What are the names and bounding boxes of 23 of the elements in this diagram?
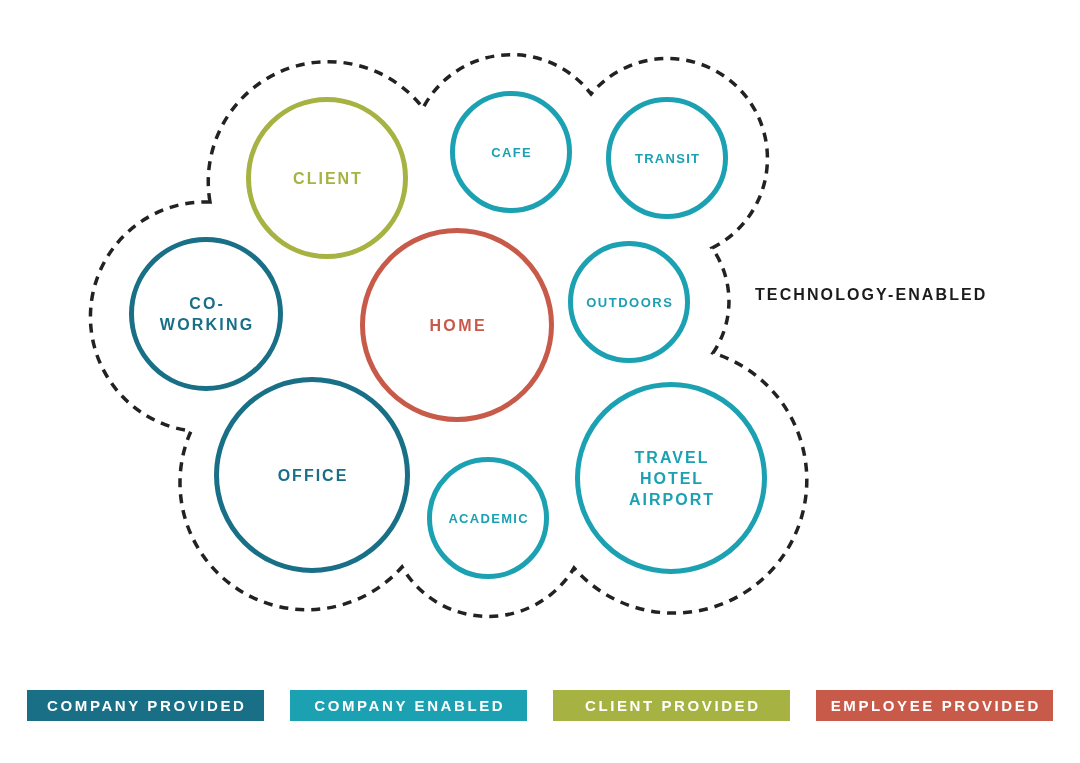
- location-circle: [246, 97, 408, 259]
- circle-label: ACADEMIC: [448, 509, 529, 528]
- location-circle: [427, 457, 549, 579]
- circle-label: TRAVEL HOTEL AIRPORT: [628, 447, 716, 510]
- legend-label: COMPANY ENABLED: [314, 697, 506, 714]
- circle-label: CAFE: [491, 143, 532, 162]
- location-circle: [129, 237, 283, 391]
- legend-label: COMPANY PROVIDED: [47, 697, 247, 714]
- legend-label: EMPLOYEE PROVIDED: [830, 697, 1041, 714]
- circle-label: OUTDOORS: [586, 293, 674, 312]
- circle-label: TRANSIT: [634, 149, 701, 168]
- location-circle: [568, 241, 690, 363]
- legend-label: CLIENT PROVIDED: [584, 697, 761, 714]
- circle-label: CO-WORKING: [158, 294, 256, 335]
- location-circle: [450, 91, 572, 213]
- boundary-caption: TECHNOLOGY-ENABLED: [755, 286, 988, 304]
- location-circle: [575, 382, 767, 574]
- circle-label: OFFICE: [277, 465, 349, 486]
- location-circle: [606, 97, 728, 219]
- circle-label: CLIENT: [293, 168, 363, 189]
- location-circle: [360, 228, 554, 422]
- circle-label: HOME: [429, 315, 487, 336]
- location-circle: [214, 377, 410, 573]
